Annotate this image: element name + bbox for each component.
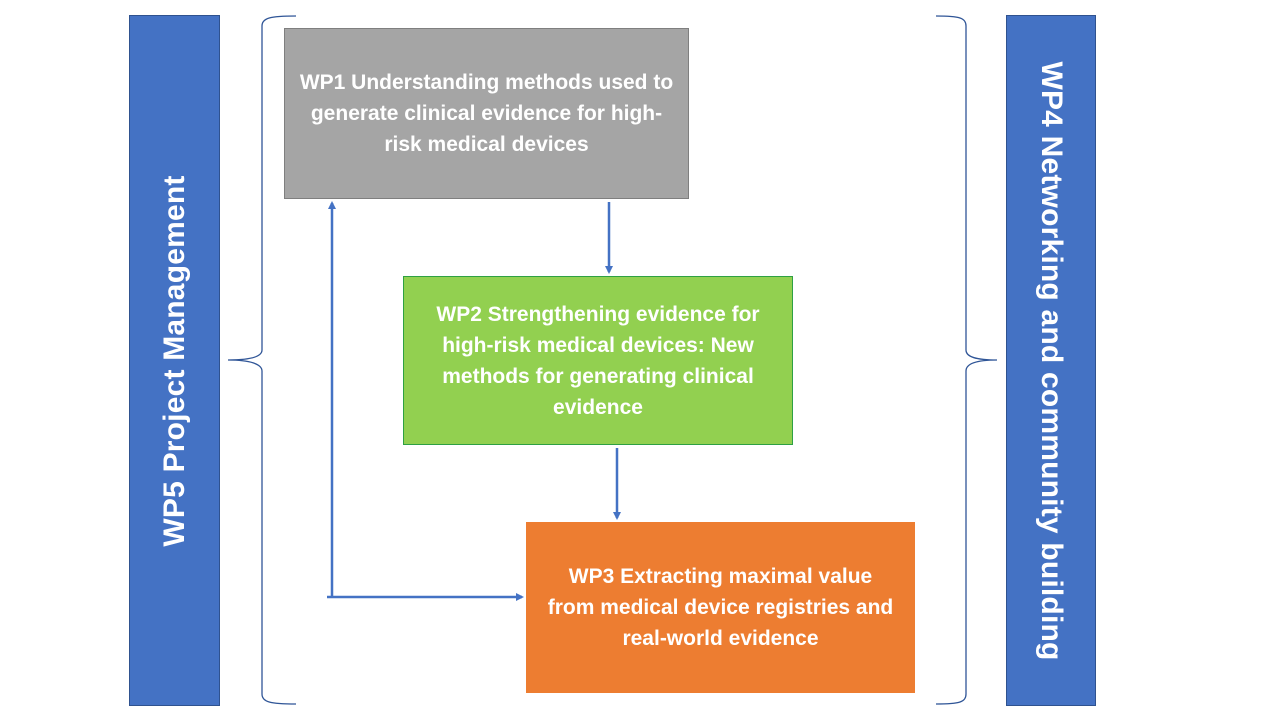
wp4-label: WP4 Networking and community building	[1035, 60, 1068, 661]
wp5-label: WP5 Project Management	[157, 174, 191, 547]
wp1-label: WP1 Understanding methods used to genera…	[299, 71, 674, 156]
wp3-box: WP3 Extracting maximal value from medica…	[526, 522, 915, 693]
wp3-label: WP3 Extracting maximal value from medica…	[547, 565, 894, 650]
right-curly-bracket	[935, 15, 998, 705]
wp5-project-management-panel: WP5 Project Management	[129, 15, 220, 706]
wp2-label: WP2 Strengthening evidence for high-risk…	[436, 302, 760, 419]
wp2-box: WP2 Strengthening evidence for high-risk…	[403, 276, 793, 445]
wp1-box: WP1 Understanding methods used to genera…	[284, 28, 689, 199]
wp4-networking-panel: WP4 Networking and community building	[1006, 15, 1096, 706]
